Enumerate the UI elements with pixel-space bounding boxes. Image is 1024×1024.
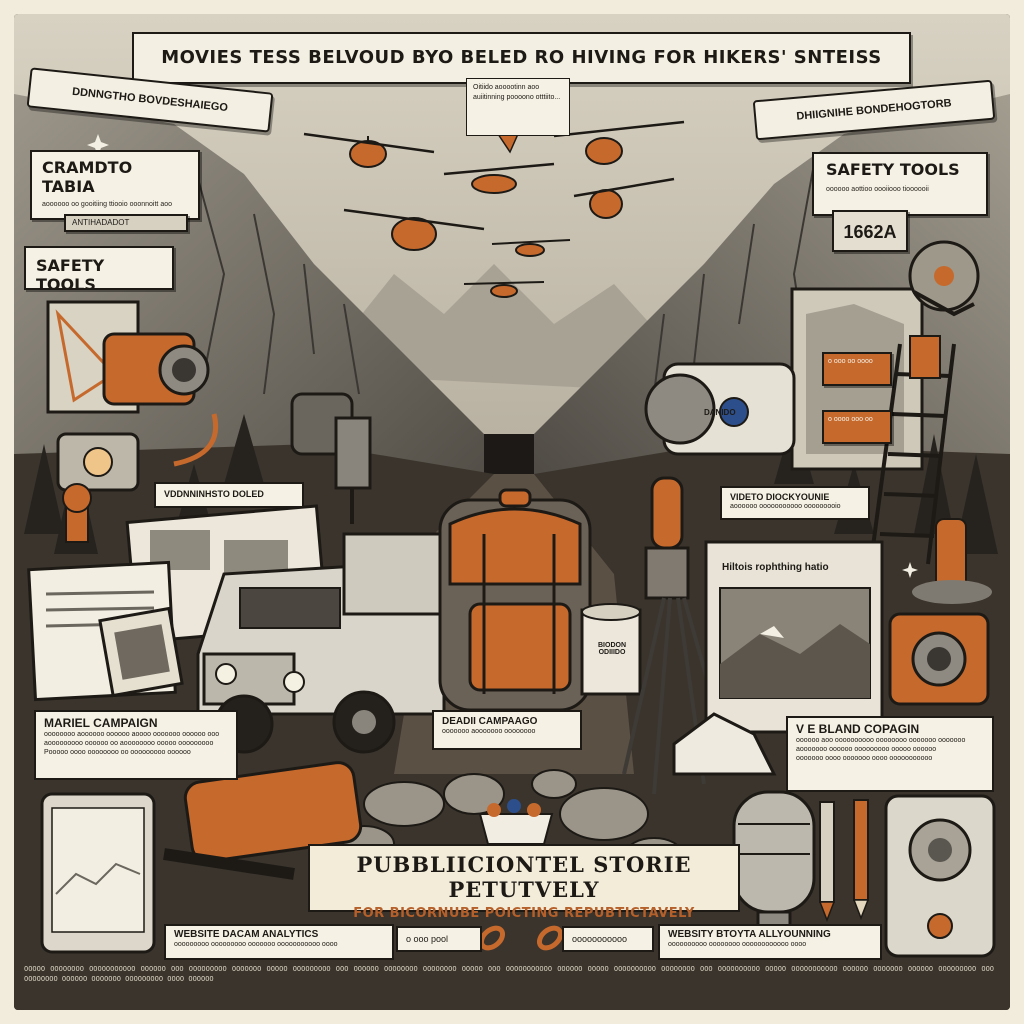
helicopter-icon (491, 239, 571, 257)
carabiner-icon (478, 925, 564, 951)
video-caption-text: aoooooo ooooooooooo ooooooooio (730, 503, 841, 510)
publication-banner: PUBBLIICIONTEL STORIE PETUTVELY FOR BICO… (308, 844, 740, 921)
right-label-1-text: oooooo aottioo oooiiooo tioooooii (826, 186, 929, 193)
pill-right: ooooooooooo (562, 926, 654, 952)
website-caption-text: oooooooooo oooooooo oooooooooooo oooo (668, 941, 807, 948)
case-icon (163, 761, 363, 880)
pill-left: o ooo pool (396, 926, 482, 952)
speaker-icon (884, 794, 996, 958)
left-label-1-text: aoooooo oo gooitiing ttiooio ooonnoitt a… (42, 201, 172, 208)
caption-right: V E BLAND COPAGIN oooooo aoo oooooooooo … (786, 716, 994, 792)
video-camera-icon (644, 362, 796, 456)
ladder-icon (870, 343, 956, 565)
helicopter-icon (553, 120, 685, 165)
right-tag-2: o oooo ooo oo (822, 410, 892, 444)
spotlight-icon (56, 432, 140, 543)
left-label-1-heading: CRAMDTO TABIA (42, 158, 133, 196)
caption-left: MARIEL CAMPAIGN oooooooo aoooooo oooooo … (34, 710, 238, 780)
speech-bubble: Oitiido aooootinn aoo auiitinning poooon… (466, 78, 570, 136)
camera-icon (46, 300, 219, 467)
can-icon (580, 603, 642, 696)
monitor-headline: Hiltois rophthing hatio (722, 562, 829, 573)
camera-icon (888, 612, 990, 706)
film-reel-icon (908, 240, 980, 317)
caption-center-heading: DEADII CAMPAAGO (442, 716, 538, 727)
analytics-caption-heading: WEBSITE DACAM ANALYTICS (174, 929, 319, 940)
camera-badge: DANIDO (704, 408, 736, 417)
caption-right-line-2: aooooooo oooooo ooooooooo ooooo oooooo (796, 746, 937, 753)
caption-left-line-1: oooooooo aoooooo oooooo aoooo ooooooo oo… (44, 731, 220, 738)
binoculars-icon (290, 392, 372, 524)
caption-left-line-3: Pooooo oooo oooooooo oo ooooooooo oooooo (44, 749, 191, 756)
caption-right-heading: V E BLAND COPAGIN (796, 722, 920, 736)
publication-banner-line-1: PUBBLIICIONTEL STORIE PETUTVELY (356, 852, 692, 902)
caption-left-heading: MARIEL CAMPAIGN (44, 716, 158, 730)
helicopter-icon (573, 177, 675, 219)
sneaker-icon (672, 712, 777, 776)
analytics-caption-text: ooooooooo ooooooooo ooooooo ooooooooooo … (174, 941, 338, 948)
poster-frame: MOVIES TESS BELVOUD BYO BELED RO HIVING … (14, 14, 1010, 1010)
website-caption-heading: WEBSITY BTOYTA ALLYOUNNING (668, 929, 831, 940)
right-label-1-heading: SAFETY TOOLS (826, 160, 960, 179)
left-label-2-heading: SAFETY TOOLS (36, 256, 105, 294)
counter-display: 1662A (832, 210, 908, 252)
helicopter-icon (443, 162, 555, 194)
right-tag-1: o ooo oo oooo (822, 352, 892, 386)
pencil-icon (818, 799, 870, 923)
smartphone-icon (40, 792, 156, 954)
torch-icon (622, 476, 736, 795)
video-caption: VIDETO DIOCKYOUNIE aoooooo ooooooooooo o… (720, 486, 870, 520)
helicopter-icon (303, 132, 435, 168)
title-banner: MOVIES TESS BELVOUD BYO BELED RO HIVING … (132, 32, 911, 84)
news-caption: VDDNNINHSTO DOLED (154, 482, 304, 508)
video-caption-heading: VIDETO DIOCKYOUNIE (730, 492, 830, 502)
caption-right-line-3: ooooooo oooo ooooooo oooo ooooooooooo (796, 755, 933, 762)
footer-fine-print: OOOOO OOOOOOOO OOOOOOOOOOO OOOOOO OOO OO… (24, 965, 994, 983)
right-label-1: SAFETY TOOLS oooooo aottioo oooiiooo tio… (812, 152, 988, 216)
caption-center: DEADII CAMPAAGO ooooooo aooooooo ooooooo… (432, 710, 582, 750)
helicopter-icon (463, 281, 545, 298)
left-label-1-tag: ANTIHADADOT (64, 214, 188, 232)
news-caption-text: VDDNNINHSTO DOLED (164, 489, 264, 499)
jeep-icon (196, 532, 446, 754)
helicopter-icon (343, 208, 485, 251)
publication-banner-line-2: FOR BICORNUBE POICTING REPUBTICTAVELY (353, 906, 695, 921)
caption-center-text: ooooooo aooooooo oooooooo (442, 728, 536, 735)
can-label: BIODON ODIIIDO (598, 642, 626, 656)
website-caption: WEBSITY BTOYTA ALLYOUNNING oooooooooo oo… (658, 924, 882, 960)
monitor-icon (704, 540, 884, 734)
left-label-1: CRAMDTO TABIA aoooooo oo gooitiing ttioo… (30, 150, 200, 220)
analytics-caption: WEBSITE DACAM ANALYTICS ooooooooo oooooo… (164, 924, 394, 960)
backpack-icon (438, 488, 592, 712)
left-label-2: SAFETY TOOLS (24, 246, 174, 294)
caption-left-line-2: aooooooooo oooooo oo aoooooooo ooooo ooo… (44, 740, 214, 747)
caption-right-line-1: oooooo aoo oooooooooo oooooooo ooooooo o… (796, 737, 966, 744)
